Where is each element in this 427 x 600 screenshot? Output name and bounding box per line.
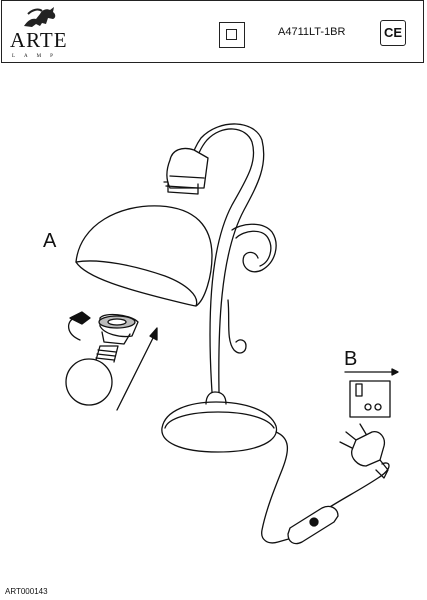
model-number: A4711LT-1BR <box>278 26 346 38</box>
lamp-socket <box>166 147 209 189</box>
brand-subtitle: LAMP <box>12 54 62 59</box>
arrow-up-icon <box>116 331 157 411</box>
label-a: A <box>43 230 57 252</box>
document-code: ART000143 <box>5 587 48 596</box>
ce-mark-icon: CE <box>380 20 406 46</box>
brand-wordmark: ARTE <box>10 28 68 52</box>
label-b: B <box>344 348 358 370</box>
wall-socket-icon <box>349 380 391 418</box>
class-ii-double-square-icon <box>219 22 245 48</box>
power-cord <box>261 431 293 544</box>
header-frame: ARTE LAMP A4711LT-1BR CE <box>1 0 424 63</box>
bulb-icon <box>65 313 139 406</box>
lamp-arm <box>194 128 255 393</box>
scroll-ornament <box>231 223 277 273</box>
lamp-base <box>161 401 278 453</box>
lion-logo-icon <box>24 7 56 27</box>
plug-icon <box>351 431 386 467</box>
